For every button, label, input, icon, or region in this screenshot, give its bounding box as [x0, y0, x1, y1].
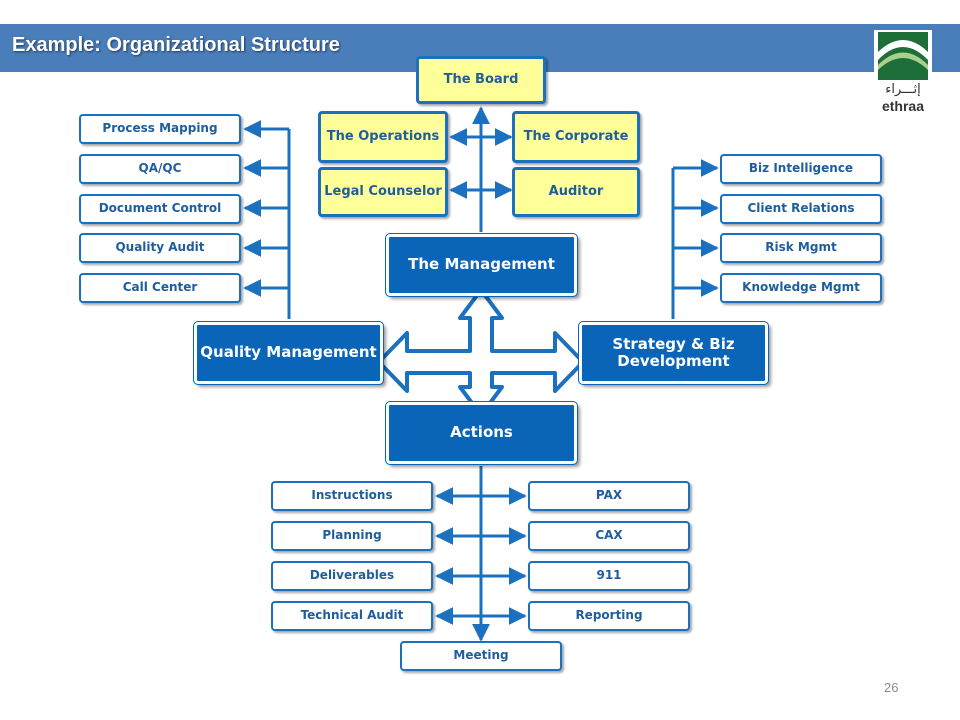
four-way-arrow-icon	[377, 288, 585, 417]
strategy-item: Client Relations	[720, 194, 882, 224]
quality-item: QA/QC	[79, 154, 241, 184]
management-box: The Management	[385, 233, 578, 297]
actions-left-item: Technical Audit	[271, 601, 433, 631]
strategy-item: Knowledge Mgmt	[720, 273, 882, 303]
strategy-item: Biz Intelligence	[720, 154, 882, 184]
quality-item: Document Control	[79, 194, 241, 224]
actions-left-item: Deliverables	[271, 561, 433, 591]
logo-latin-text: ethraa	[881, 98, 925, 114]
ethraa-logo: إثـــراء ethraa	[874, 30, 932, 116]
auditor-box: Auditor	[512, 167, 640, 217]
ethraa-logo-mark-icon	[878, 32, 928, 80]
operations-box: The Operations	[318, 111, 448, 163]
actions-left-item: Instructions	[271, 481, 433, 511]
corporate-box: The Corporate	[512, 111, 640, 163]
actions-right-item: PAX	[528, 481, 690, 511]
page-number: 26	[884, 680, 899, 695]
actions-right-item: Reporting	[528, 601, 690, 631]
quality-management-box: Quality Management	[193, 321, 384, 385]
actions-box: Actions	[385, 401, 578, 465]
meeting-box: Meeting	[400, 641, 562, 671]
quality-item: Quality Audit	[79, 233, 241, 263]
strategy-item: Risk Mgmt	[720, 233, 882, 263]
actions-right-item: CAX	[528, 521, 690, 551]
actions-left-item: Planning	[271, 521, 433, 551]
quality-item: Call Center	[79, 273, 241, 303]
actions-right-item: 911	[528, 561, 690, 591]
board-box: The Board	[416, 56, 546, 104]
page-title: Example: Organizational Structure	[12, 34, 340, 56]
logo-arabic-text: إثـــراء	[885, 82, 921, 97]
strategy-development-box: Strategy & Biz Development	[578, 321, 769, 385]
quality-item: Process Mapping	[79, 114, 241, 144]
legal-counselor-box: Legal Counselor	[318, 167, 448, 217]
